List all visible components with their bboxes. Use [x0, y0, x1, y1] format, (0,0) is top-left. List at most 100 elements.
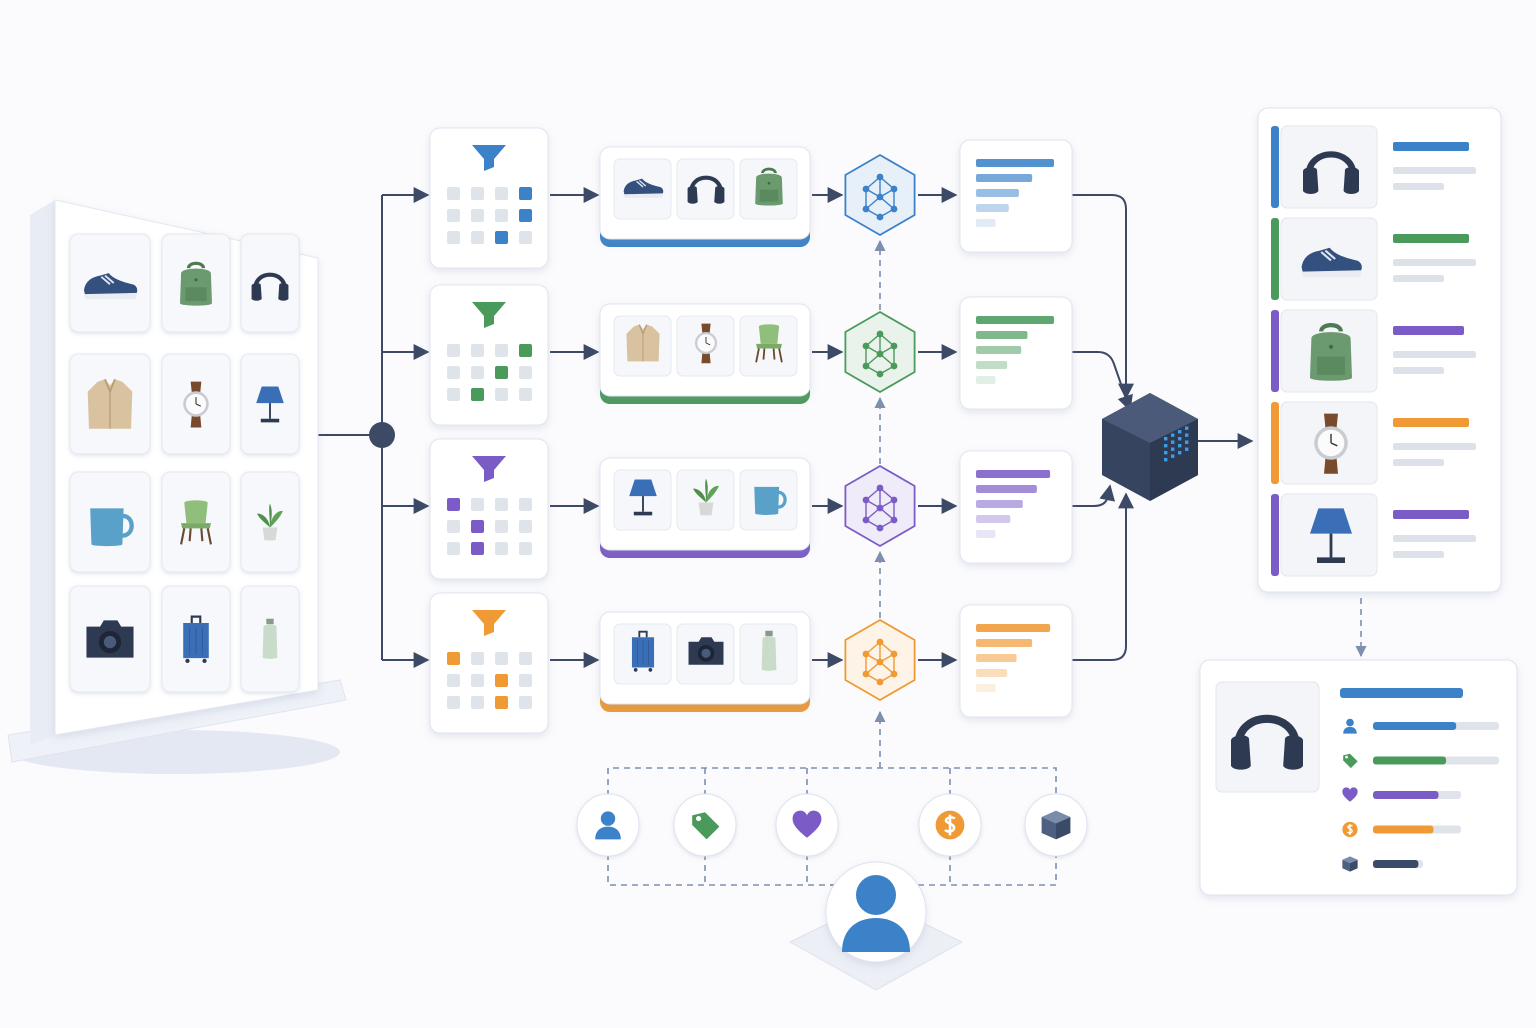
filter-cell — [471, 187, 484, 200]
score-bar — [976, 361, 1008, 369]
model-node — [876, 484, 884, 492]
backpack-icon — [1310, 323, 1352, 381]
scoring-model-icon — [844, 464, 916, 548]
ranked-row — [1271, 493, 1476, 577]
filter-cell — [519, 542, 532, 555]
rank-accent — [1271, 402, 1279, 484]
filter-cell — [519, 652, 532, 665]
model-node — [890, 362, 898, 370]
model-node — [876, 658, 884, 666]
filter-cell — [447, 520, 460, 533]
user-signal — [1024, 793, 1088, 857]
model-node — [876, 173, 884, 181]
score-bar — [976, 376, 996, 384]
filter-cell — [447, 344, 460, 357]
ranked-row — [1271, 309, 1476, 393]
model-node — [890, 185, 898, 193]
backpack-icon — [755, 167, 783, 206]
headphones-icon — [1303, 151, 1359, 194]
attribute-fill — [1373, 756, 1447, 765]
filter-cell — [447, 498, 460, 511]
filter-cell — [447, 388, 460, 401]
dollar-icon — [1342, 821, 1358, 838]
connector — [607, 854, 1057, 886]
dollar-icon — [935, 810, 965, 840]
model-node — [890, 670, 898, 678]
score-bar — [976, 515, 1011, 523]
filter-cell — [519, 674, 532, 687]
funnel-icon — [472, 302, 506, 328]
score-bar — [976, 219, 996, 227]
ranked-results-panel — [1257, 107, 1502, 593]
user-icon — [595, 811, 621, 840]
catalog-tile — [69, 585, 151, 693]
filter-cell — [471, 652, 484, 665]
rank-title-bar — [1393, 234, 1469, 243]
attribute-fill — [1373, 825, 1434, 834]
filter-card — [429, 284, 549, 426]
catalog-tile — [240, 353, 300, 455]
rank-accent — [1271, 494, 1279, 576]
filter-cell — [495, 696, 508, 709]
item-detail-card — [1199, 659, 1518, 896]
score-bar — [976, 500, 1023, 508]
plant-icon — [257, 503, 283, 541]
backpack-icon — [180, 261, 212, 306]
scoring-model-icon — [844, 618, 916, 702]
cube-light — [1178, 430, 1182, 434]
filter-cell — [471, 344, 484, 357]
user-signal — [576, 793, 640, 857]
score-bar — [976, 530, 996, 538]
jacket-icon — [626, 324, 660, 362]
rank-line — [1393, 275, 1444, 282]
filter-cell — [447, 652, 460, 665]
rank-accent — [1271, 310, 1279, 392]
model-node — [862, 496, 870, 504]
branch-row — [429, 127, 1073, 269]
attribute-fill — [1373, 860, 1419, 868]
rank-thumb — [1280, 125, 1378, 209]
filter-cell — [447, 542, 460, 555]
watch-icon — [694, 323, 718, 364]
candidate-card — [599, 611, 811, 712]
model-node — [862, 205, 870, 213]
catalog-tile — [240, 585, 300, 693]
rank-title-bar — [1393, 510, 1469, 519]
filter-cell — [519, 388, 532, 401]
chair-icon — [180, 500, 212, 545]
filter-cell — [495, 366, 508, 379]
filter-cell — [471, 520, 484, 533]
filter-cell — [519, 231, 532, 244]
model-node — [862, 670, 870, 678]
branch-row — [429, 284, 1073, 426]
mug-icon — [90, 508, 134, 547]
filter-card — [429, 438, 549, 580]
user-signal — [918, 793, 982, 857]
rank-line — [1393, 535, 1476, 542]
model-node — [890, 516, 898, 524]
score-bar — [976, 639, 1033, 647]
catalog-wall — [7, 199, 347, 774]
filter-cell — [519, 498, 532, 511]
heart-icon — [792, 810, 822, 838]
rank-title-bar — [1393, 326, 1464, 335]
headphones-icon — [1231, 714, 1303, 770]
cube-light — [1178, 437, 1182, 441]
catalog-tile — [161, 233, 231, 333]
chair-icon — [755, 324, 783, 363]
model-node — [876, 504, 884, 512]
jacket-icon — [87, 378, 133, 429]
catalog-tile — [240, 233, 300, 333]
user-signal-row — [576, 793, 1088, 857]
filter-cell — [471, 542, 484, 555]
filter-cell — [495, 209, 508, 222]
filter-cell — [471, 388, 484, 401]
score-bar — [976, 485, 1037, 493]
score-bar — [976, 331, 1028, 339]
box-icon — [1342, 856, 1358, 872]
rank-line — [1393, 167, 1476, 174]
connector-lines — [318, 187, 1367, 886]
filter-card — [429, 592, 549, 734]
